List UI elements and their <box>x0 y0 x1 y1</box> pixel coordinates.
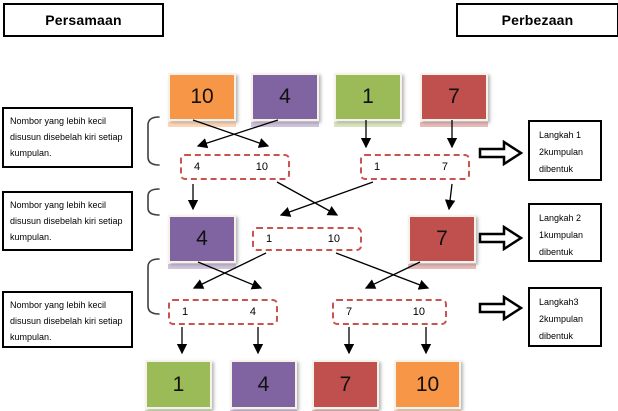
step-box-3: Langkah3 2kumpulan dibentuk <box>528 287 602 347</box>
group-value-left: 1 <box>182 306 189 318</box>
block-arrow-right-icon <box>478 139 524 167</box>
arrow-line <box>276 181 339 216</box>
step-line: 2kumpulan <box>539 147 584 158</box>
title-perbezaan: Perbezaan <box>456 3 618 37</box>
step-line: dibentuk <box>539 164 574 175</box>
number-box-7: 7 <box>420 73 488 127</box>
step-line: 2kumpulan <box>539 314 584 325</box>
group-value-right: 10 <box>255 161 268 173</box>
number-box-10: 10 <box>168 73 236 127</box>
result-box-4: 4 <box>230 360 297 411</box>
merge-group-1-4: 1 4 <box>168 299 278 325</box>
step-line: dibentuk <box>539 247 574 258</box>
note-text: Nombor yang lebih kecil disusun disebela… <box>10 200 123 242</box>
block-arrow-right-icon <box>478 294 524 322</box>
group-value-right: 10 <box>327 233 340 245</box>
step-line: dibentuk <box>539 331 574 342</box>
block-arrow-right-icon <box>478 224 524 252</box>
arrow-line <box>444 183 456 211</box>
step-box-2: Langkah 2 1kumpulan dibentuk <box>528 203 602 262</box>
group-value-right: 4 <box>249 306 256 318</box>
merge-group-1-7: 1 7 <box>360 154 470 180</box>
result-box-7: 7 <box>312 360 379 411</box>
merge-group-1-10: 1 10 <box>252 227 362 251</box>
step-line: 1kumpulan <box>539 230 584 241</box>
step-title: Langkah3 <box>539 297 579 307</box>
group-value-right: 7 <box>441 161 448 173</box>
group-value-left: 1 <box>266 233 273 245</box>
title-persamaan-label: Persamaan <box>45 12 122 28</box>
step-box-1: Langkah 1 2kumpulan dibentuk <box>528 120 602 181</box>
group-value-left: 4 <box>194 161 201 173</box>
group-value-right: 10 <box>412 306 425 318</box>
result-box-10: 10 <box>394 360 461 411</box>
note-box-3: Nombor yang lebih kecil disusun disebela… <box>2 291 133 348</box>
title-perbezaaan-label: Perbezaan <box>501 12 574 28</box>
arrow-line <box>279 181 374 217</box>
note-text: Nombor yang lebih kecil disusun disebela… <box>10 116 123 158</box>
note-box-1: Nombor yang lebih kecil disusun disebela… <box>2 107 133 168</box>
number-box-1: 1 <box>334 73 402 127</box>
merge-group-7-10: 7 10 <box>332 299 447 325</box>
step-title: Langkah 1 <box>539 130 582 140</box>
left-bracket-icon <box>147 188 160 216</box>
group-value-left: 7 <box>346 306 353 318</box>
group-value-left: 1 <box>374 161 381 173</box>
step-title: Langkah 2 <box>539 213 582 223</box>
left-bracket-icon <box>147 258 160 315</box>
result-box-1: 1 <box>145 360 212 411</box>
note-box-2: Nombor yang lebih kecil disusun disebela… <box>2 191 133 251</box>
title-persamaan: Persamaan <box>3 3 164 37</box>
number-box-7-mid: 7 <box>408 215 476 269</box>
number-box-4: 4 <box>251 73 319 127</box>
number-box-4-mid: 4 <box>168 215 236 269</box>
note-text: Nombor yang lebih kecil disusun disebela… <box>10 300 123 342</box>
merge-group-4-10: 4 10 <box>180 154 290 180</box>
left-bracket-icon <box>147 116 160 166</box>
